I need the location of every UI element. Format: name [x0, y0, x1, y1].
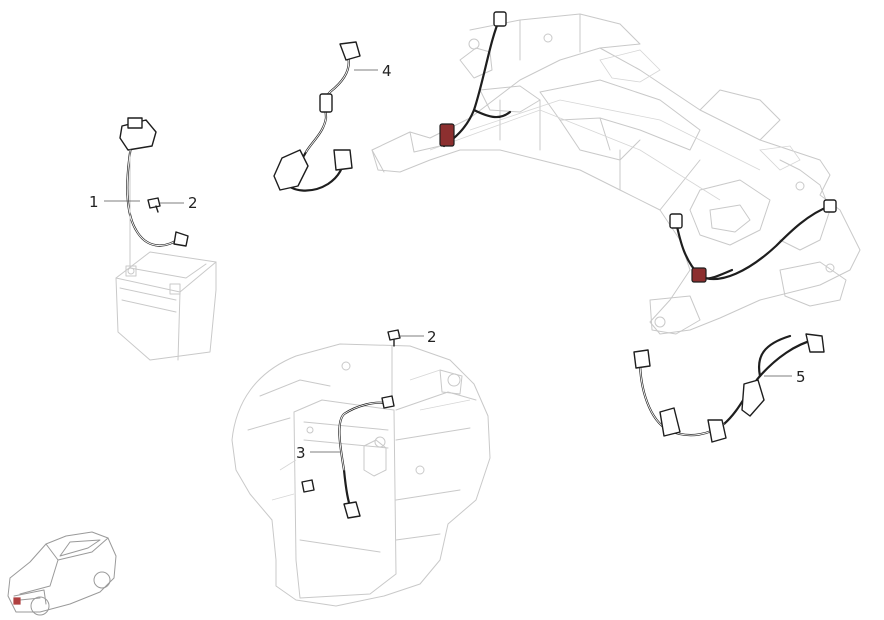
transmission-outline — [231, 343, 491, 607]
bolt-battery[interactable] — [147, 197, 161, 213]
callout-2-transmission: 2 — [427, 328, 437, 346]
leader-lines — [104, 69, 792, 453]
battery-cable[interactable] — [119, 117, 189, 269]
rear-harness[interactable] — [633, 333, 825, 443]
front-harness[interactable] — [273, 41, 361, 192]
subframe-wiring — [439, 11, 837, 283]
battery-outline — [115, 251, 217, 361]
ground-cable[interactable] — [301, 395, 395, 519]
callout-4: 4 — [382, 62, 392, 80]
callout-3: 3 — [296, 444, 306, 462]
callout-labels: 1 2 2 3 4 5 — [89, 62, 806, 462]
subframe-outline — [371, 13, 861, 335]
bolt-transmission[interactable] — [387, 329, 401, 347]
callout-2-battery: 2 — [188, 194, 198, 212]
callout-5: 5 — [796, 368, 806, 386]
callout-1: 1 — [89, 193, 99, 211]
vehicle-thumbnail — [7, 531, 117, 616]
